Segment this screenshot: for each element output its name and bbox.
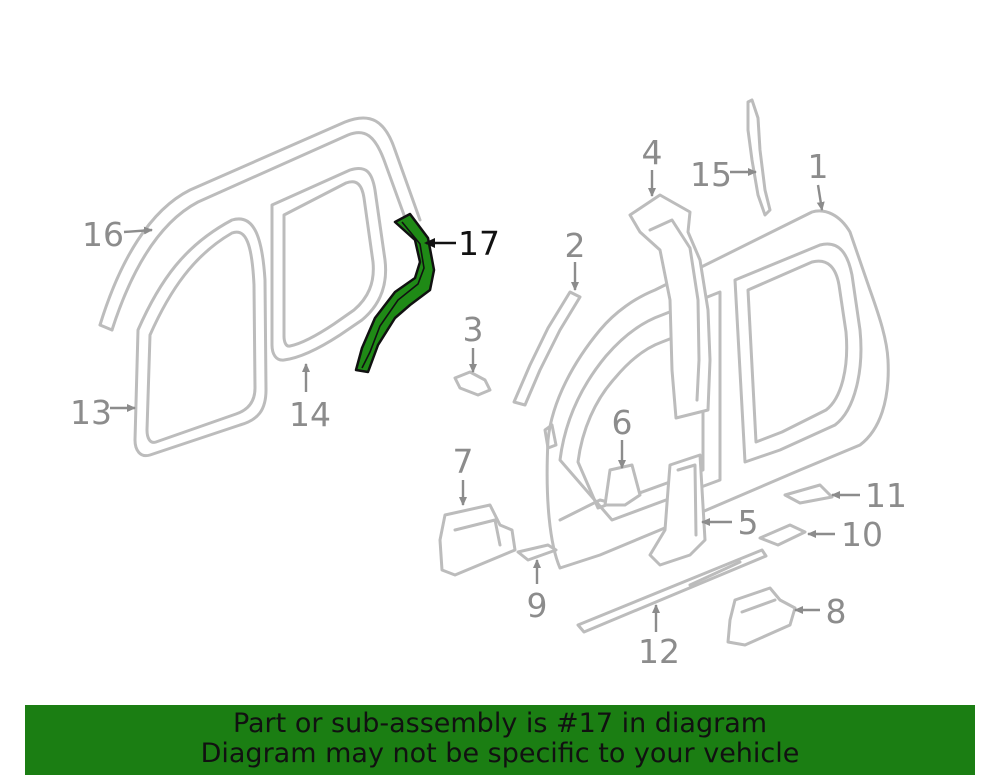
callout-11: 11 <box>865 476 907 515</box>
part-9-plate <box>516 543 558 562</box>
arrow-1 <box>816 184 825 211</box>
banner-line-1: Part or sub-assembly is #17 in diagram <box>232 708 768 739</box>
callout-17: 17 <box>458 224 500 263</box>
part-5-pillar-lower <box>648 453 707 567</box>
part-17-seal-highlighted <box>354 212 436 374</box>
part-2-windshield-pillar-trim <box>512 290 582 407</box>
callout-12: 12 <box>638 632 680 671</box>
callout-6: 6 <box>612 403 633 442</box>
callout-10: 10 <box>841 515 883 554</box>
callout-3: 3 <box>463 310 484 349</box>
callout-8: 8 <box>826 592 847 631</box>
parts-diagram: 1 2 3 4 5 6 7 8 9 10 11 12 13 14 15 16 1… <box>70 98 907 671</box>
part-7-hinge-pillar-panel <box>438 503 517 577</box>
part-3-bracket <box>453 370 492 397</box>
callout-14: 14 <box>289 395 331 434</box>
part-11-plate <box>783 483 834 505</box>
part-1-body-side-panel <box>543 209 890 570</box>
callout-15: 15 <box>690 155 732 194</box>
banner-line-2: Diagram may not be specific to your vehi… <box>200 738 800 769</box>
callout-2: 2 <box>565 226 586 265</box>
callout-13: 13 <box>70 393 112 432</box>
part-8-wheelhouse-piece <box>726 586 797 647</box>
callout-9: 9 <box>527 586 548 625</box>
arrow-16 <box>123 226 153 235</box>
part-15-pillar-molding <box>746 98 772 217</box>
part-6-reinforcement <box>603 463 642 507</box>
callout-7: 7 <box>453 442 474 481</box>
part-12-rocker-panel <box>576 548 768 634</box>
info-banner: Part or sub-assembly is #17 in diagram D… <box>25 705 975 775</box>
callout-4: 4 <box>642 133 663 172</box>
callout-1: 1 <box>808 147 829 186</box>
part-4-pillar-reinforcement <box>628 193 712 420</box>
callout-16: 16 <box>82 215 124 254</box>
part-10-plate <box>758 523 807 547</box>
callout-5: 5 <box>738 503 759 542</box>
part-14-rear-door-weatherstrip <box>270 166 388 362</box>
part-16-roof-weatherstrip <box>98 116 422 332</box>
part-13-front-door-weatherstrip <box>133 217 268 458</box>
